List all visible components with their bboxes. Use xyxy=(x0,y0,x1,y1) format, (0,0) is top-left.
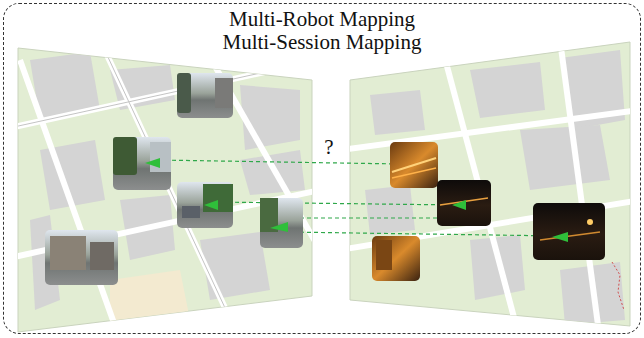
dashed-frame: Multi-Robot MappingMulti-Session Mapping xyxy=(3,3,641,334)
question-mark: ? xyxy=(324,136,333,158)
heading-text: Multi-Session Mapping xyxy=(4,31,640,54)
heading-text: Multi-Robot Mapping xyxy=(4,8,640,31)
